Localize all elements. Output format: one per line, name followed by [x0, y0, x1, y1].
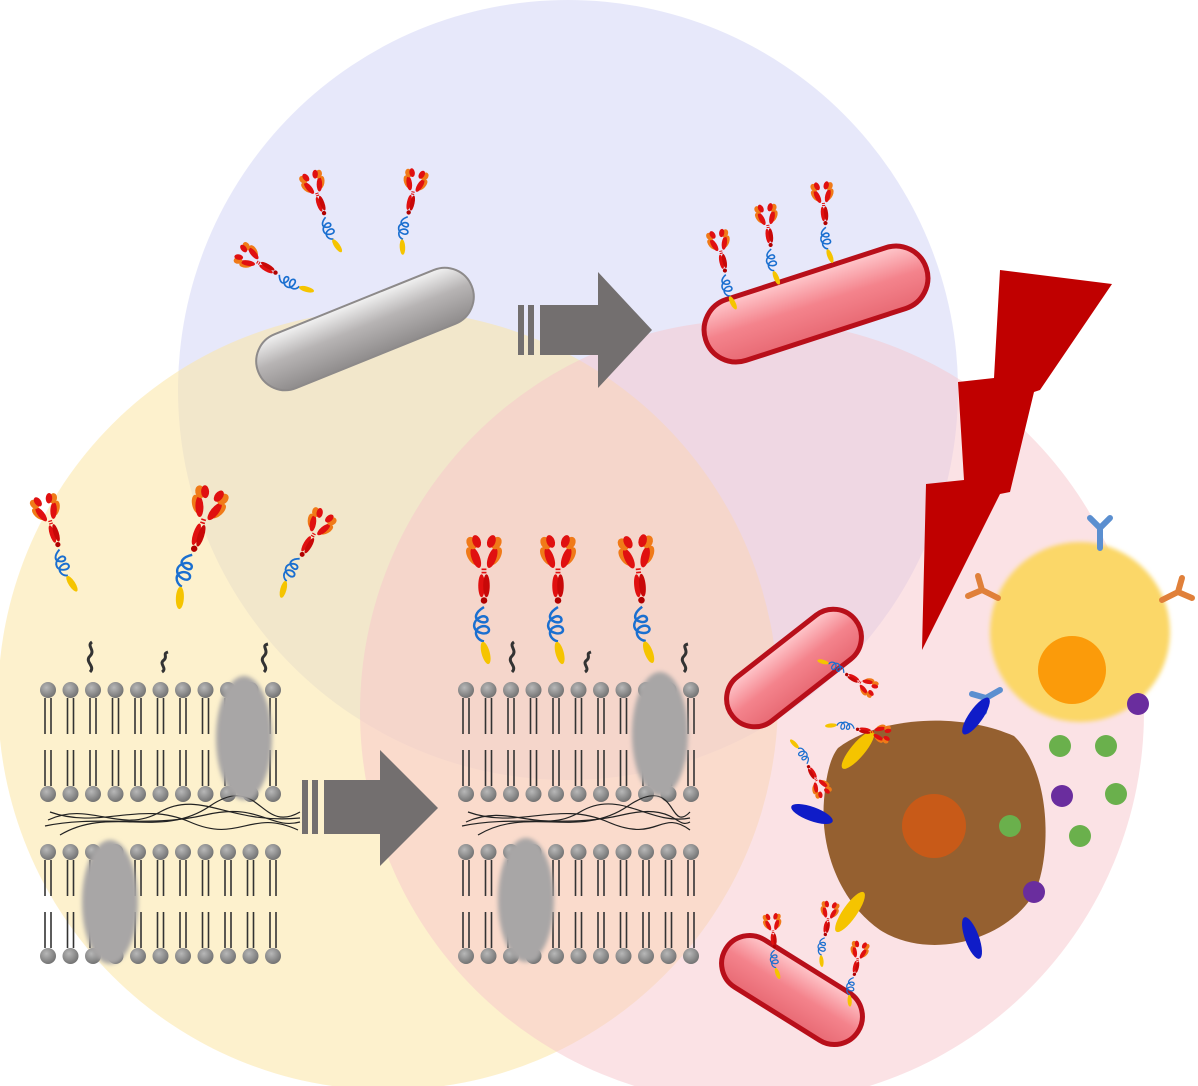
red-rod-bacterium-icon [719, 933, 865, 1047]
lipid-bilayer-icon-left [39, 640, 301, 965]
lipid-bilayer-icon-middle [457, 640, 700, 965]
yellow-lymphocyte-icon [965, 515, 1195, 722]
grey-block-arrow-icon [302, 750, 438, 866]
grey-rod-bacterium-icon [255, 266, 475, 392]
brown-macrophage-icon [791, 697, 1046, 959]
red-rod-bacterium-icon [724, 606, 864, 730]
red-rod-bacterium-icon [701, 243, 931, 365]
granules [999, 693, 1149, 903]
lightning-bolt-icon [922, 270, 1112, 650]
grey-block-arrow-icon [518, 272, 652, 388]
